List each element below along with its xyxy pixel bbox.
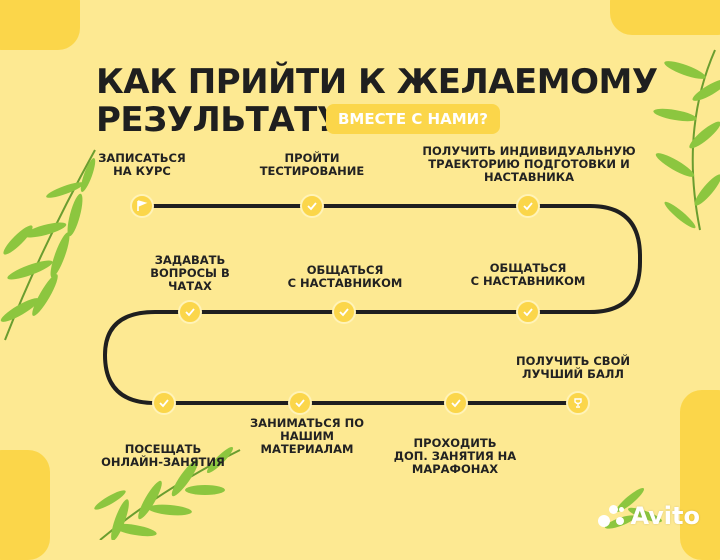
check-icon <box>339 308 349 317</box>
page-title-line2: РЕЗУЛЬТАТУ <box>96 100 343 140</box>
avito-watermark: Avito <box>598 502 700 530</box>
step-node <box>516 300 540 324</box>
step-node <box>516 194 540 218</box>
step-node <box>332 300 356 324</box>
roadmap-path <box>102 204 642 405</box>
check-icon <box>185 308 195 317</box>
title-badge: ВМЕСТЕ С НАМИ? <box>326 104 500 134</box>
check-icon <box>523 202 533 211</box>
check-icon <box>523 308 533 317</box>
step-node-start <box>130 194 154 218</box>
step-node <box>288 391 312 415</box>
corner-decoration <box>0 0 80 50</box>
avito-logo-icon <box>598 503 626 529</box>
step-label-materials: ЗАНИМАТЬСЯ ПО НАШИМ МАТЕРИАЛАМ <box>250 416 364 456</box>
step-label-online: ПОСЕЩАТЬ ОНЛАЙН-ЗАНЯТИЯ <box>101 442 225 469</box>
step-label-chat: ЗАДАВАТЬ ВОПРОСЫ В ЧАТАХ <box>150 253 230 293</box>
check-icon <box>295 399 305 408</box>
page-title: КАК ПРИЙТИ К ЖЕЛАЕМОМУ <box>96 62 658 102</box>
trophy-icon <box>574 398 582 408</box>
step-label-best-score: ПОЛУЧИТЬ СВОЙ ЛУЧШИЙ БАЛЛ <box>516 354 630 381</box>
check-icon <box>159 399 169 408</box>
step-node <box>178 300 202 324</box>
check-icon <box>451 399 461 408</box>
step-label-enroll: ЗАПИСАТЬСЯ НА КУРС <box>98 151 186 178</box>
step-node-finish <box>566 391 590 415</box>
check-icon <box>307 202 317 211</box>
step-label-test: ПРОЙТИ ТЕСТИРОВАНИЕ <box>259 151 365 178</box>
step-node <box>152 391 176 415</box>
flag-icon <box>137 200 148 211</box>
step-label-mentor: ОБЩАТЬСЯ С НАСТАВНИКОМ <box>287 263 403 290</box>
step-label-trajectory: ПОЛУЧИТЬ ИНДИВИДУАЛЬНУЮ ТРАЕКТОРИЮ ПОДГО… <box>422 144 636 184</box>
step-label-marathons: ПРОХОДИТЬ ДОП. ЗАНЯТИЯ НА МАРАФОНАХ <box>393 436 517 476</box>
step-node <box>300 194 324 218</box>
corner-decoration <box>610 0 720 35</box>
avito-text: Avito <box>630 502 700 530</box>
step-node <box>444 391 468 415</box>
step-label-mentor: ОБЩАТЬСЯ С НАСТАВНИКОМ <box>470 261 586 288</box>
corner-decoration <box>680 390 720 560</box>
